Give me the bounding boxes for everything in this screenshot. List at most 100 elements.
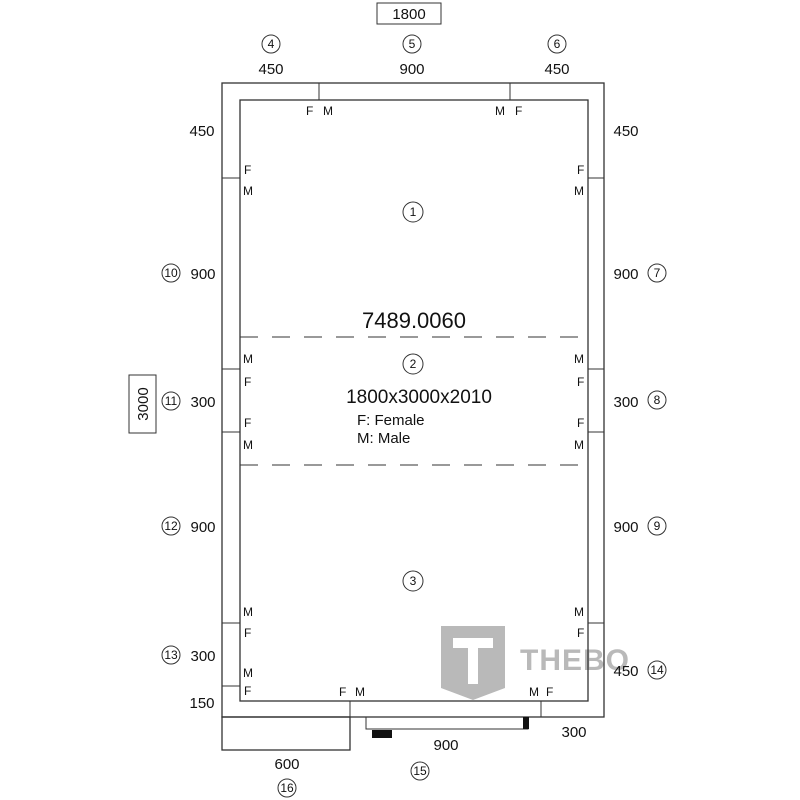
- marker-7: [647, 263, 667, 283]
- joint-label-m: M: [323, 104, 333, 118]
- joint-label-m: M: [529, 685, 539, 699]
- marker-6-label: 6: [554, 37, 561, 51]
- joint-label-f: F: [244, 626, 251, 640]
- logo-text: THEBO: [520, 644, 630, 677]
- dim-left-300b: 300: [190, 648, 215, 665]
- marker-15-label: 15: [413, 764, 427, 778]
- section-3-label: 3: [410, 574, 417, 588]
- legend-male: M: Male: [357, 430, 410, 447]
- joint-label-f: F: [244, 163, 251, 177]
- joint-label-m: M: [574, 438, 584, 452]
- thebo-logo: THEBO: [441, 626, 630, 700]
- marker-7-label: 7: [654, 266, 661, 280]
- product-info: 7489.0060 1800x3000x2010 F: Female M: Ma…: [346, 308, 492, 447]
- total-width: 1800: [392, 6, 425, 23]
- joint-label-f: F: [244, 416, 251, 430]
- product-code: 7489.0060: [362, 308, 466, 333]
- legend-female: F: Female: [357, 412, 425, 429]
- marker-8-label: 8: [654, 393, 661, 407]
- marker-16: [277, 778, 297, 798]
- marker-13: [161, 645, 181, 665]
- joint-label-f: F: [577, 626, 584, 640]
- section-markers: 1 2 3: [402, 201, 424, 592]
- walls: [221, 82, 605, 751]
- joint-labels: F M M F F M M F F M M F M F F M M F F M …: [243, 104, 584, 699]
- dim-right-450: 450: [613, 123, 638, 140]
- dim-right-900b: 900: [613, 519, 638, 536]
- total-depth-box: [128, 374, 157, 434]
- marker-14: [647, 660, 667, 680]
- section-1-label: 1: [410, 205, 417, 219]
- marker-11: [161, 391, 181, 411]
- total-depth: 3000: [135, 387, 152, 420]
- joint-label-f: F: [577, 375, 584, 389]
- section-2-label: 2: [410, 357, 417, 371]
- dim-extension: 600: [274, 756, 299, 773]
- marker-9-label: 9: [654, 519, 661, 533]
- joint-label-f: F: [515, 104, 522, 118]
- dim-top-left: 450: [258, 61, 283, 78]
- dim-door: 900: [433, 737, 458, 754]
- marker-9: [647, 516, 667, 536]
- joint-label-f: F: [546, 685, 553, 699]
- door-handle-icon: [523, 717, 529, 729]
- section-2-marker: [402, 353, 424, 375]
- section-1-marker: [402, 201, 424, 223]
- joint-label-f: F: [244, 684, 251, 698]
- joint-label-f: F: [577, 163, 584, 177]
- marker-15: [410, 761, 430, 781]
- dim-top-middle: 900: [399, 61, 424, 78]
- joint-label-f: F: [244, 375, 251, 389]
- marker-11-label: 11: [165, 394, 178, 408]
- dim-left-150: 150: [189, 695, 214, 712]
- marker-14-label: 14: [650, 663, 664, 677]
- dim-right-450b: 450: [613, 663, 638, 680]
- door-frame: [365, 716, 529, 730]
- marker-4: [261, 34, 281, 54]
- section-3-marker: [402, 570, 424, 592]
- product-size: 1800x3000x2010: [346, 387, 492, 408]
- dim-left-900a: 900: [190, 266, 215, 283]
- joint-label-f: F: [339, 685, 346, 699]
- joint-label-m: M: [243, 666, 253, 680]
- marker-10: [161, 263, 181, 283]
- dim-right-900a: 900: [613, 266, 638, 283]
- dim-left-300a: 300: [190, 394, 215, 411]
- top-dimensions: 1800 4 450 5 900 6 450: [258, 2, 570, 78]
- joint-label-m: M: [574, 605, 584, 619]
- joint-label-m: M: [243, 352, 253, 366]
- joint-label-m: M: [355, 685, 365, 699]
- left-dimensions: 3000 450 10 900 11 300 12 900 13 300 150: [128, 123, 216, 712]
- dim-top-right: 450: [544, 61, 569, 78]
- joint-label-m: M: [574, 352, 584, 366]
- extension-panel: [221, 716, 351, 751]
- marker-8: [647, 390, 667, 410]
- right-dimensions: 450 900 7 300 8 900 9 450 14: [613, 123, 667, 680]
- joint-label-m: M: [574, 184, 584, 198]
- marker-13-label: 13: [164, 648, 178, 662]
- dim-left-450: 450: [189, 123, 214, 140]
- dim-right-300: 300: [613, 394, 638, 411]
- dim-bottom-right: 300: [561, 724, 586, 741]
- marker-10-label: 10: [164, 266, 178, 280]
- marker-5-label: 5: [409, 37, 416, 51]
- marker-12-label: 12: [164, 519, 178, 533]
- bottom-dimensions: 900 15 300 600 16: [274, 724, 587, 798]
- door-hinge-icon: [372, 730, 392, 738]
- joint-label-m: M: [243, 605, 253, 619]
- joint-label-m: M: [243, 438, 253, 452]
- dim-left-900b: 900: [190, 519, 215, 536]
- logo-t-icon: [453, 638, 493, 684]
- joint-label-f: F: [306, 104, 313, 118]
- marker-4-label: 4: [268, 37, 275, 51]
- marker-5: [402, 34, 422, 54]
- joint-label-f: F: [577, 416, 584, 430]
- total-width-box: [376, 2, 442, 25]
- inner-wall: [239, 99, 589, 702]
- joint-label-m: M: [243, 184, 253, 198]
- marker-6: [547, 34, 567, 54]
- joint-label-m: M: [495, 104, 505, 118]
- marker-12: [161, 516, 181, 536]
- marker-16-label: 16: [280, 781, 294, 795]
